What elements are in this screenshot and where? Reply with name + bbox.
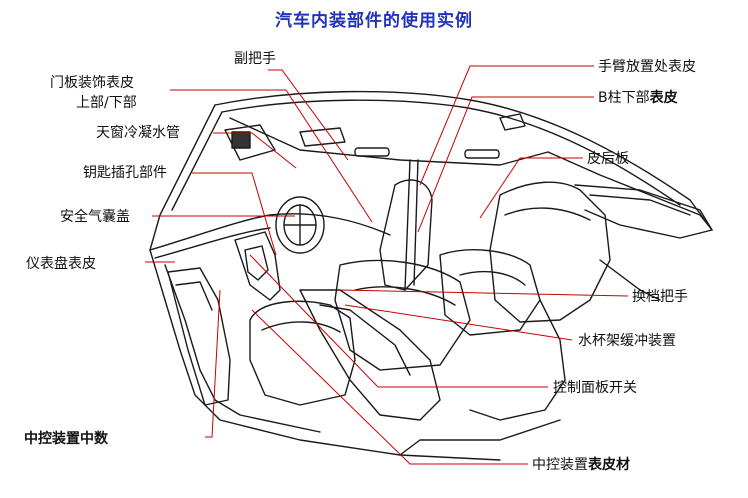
label-control-switch: 控制面板开关 — [553, 380, 637, 396]
label-key-cylinder: 钥匙插孔部件 — [83, 165, 167, 181]
leader-console-center — [205, 289, 221, 438]
label-shift-knob: 换档把手 — [632, 289, 688, 305]
label-armrest-skin: 手臂放置处表皮 — [598, 59, 696, 75]
label-console-skin-part1: 中控装置 — [532, 457, 588, 473]
label-door-trim-line1: 门板装饰表皮 — [50, 75, 134, 91]
leader-control-switch — [249, 254, 548, 388]
label-b-pillar: B柱下部表皮 — [598, 89, 678, 107]
car-outline — [149, 90, 713, 461]
label-console-center: 中控装置中数 — [24, 431, 108, 447]
label-b-pillar-part2: 表皮 — [649, 90, 678, 106]
label-console-skin-part2: 表皮材 — [588, 457, 630, 473]
leader-b-pillar — [417, 96, 594, 233]
label-cup-holder: 水杯架缓冲装置 — [578, 333, 676, 349]
label-airbag-cover: 安全气囊盖 — [60, 209, 130, 225]
leader-console-skin — [251, 309, 528, 465]
label-door-trim-line2: 上部/下部 — [76, 95, 137, 111]
leader-key-cylinder — [192, 172, 277, 256]
label-b-pillar-part1: B柱下部 — [598, 90, 650, 106]
label-instrument-panel: 仪表盘表皮 — [26, 256, 96, 272]
leader-shift-knob — [339, 289, 629, 297]
leader-sunroof-drain — [213, 132, 297, 169]
leader-door-trim — [170, 89, 373, 223]
label-sunroof-drain: 天窗冷凝水管 — [96, 125, 180, 141]
leader-assist-grip — [268, 69, 349, 161]
label-assist-grip: 副把手 — [234, 51, 276, 67]
diagram-title: 汽车内装部件的使用实例 — [275, 11, 473, 31]
leader-lines — [145, 65, 629, 465]
leader-rear-shelf — [479, 157, 583, 219]
leader-cup-holder — [344, 304, 573, 341]
leader-armrest — [419, 65, 594, 186]
label-rear-shelf: 皮后板 — [587, 151, 629, 167]
label-console-skin: 中控装置表皮材 — [532, 456, 630, 474]
